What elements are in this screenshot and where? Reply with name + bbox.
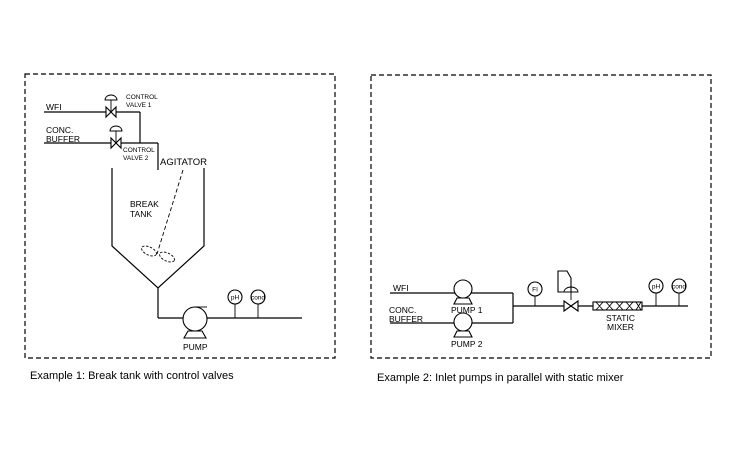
ex1-pump-icon (182, 306, 208, 339)
ex1-ph-label: pH (231, 295, 240, 302)
agitator-icon (141, 169, 184, 263)
ex2-buffer-label: BUFFER (389, 314, 423, 324)
agitator-label: AGITATOR (160, 157, 207, 168)
example2-border (370, 74, 712, 359)
ex2-wfi-label: WFI (393, 283, 409, 293)
example2-caption: Example 2: Inlet pumps in parallel with … (377, 372, 624, 384)
pump-2-label: PUMP 2 (451, 339, 483, 349)
ex1-ph-sensor-icon (227, 289, 243, 305)
static-mixer-icon (592, 301, 643, 311)
static-mixer-label-line2: MIXER (607, 322, 634, 332)
break-tank-label-line1: BREAK (130, 199, 159, 209)
flow-indicator-icon (527, 281, 543, 297)
control-valve-1-label-line1: CONTROL (126, 94, 158, 101)
pump-2-icon (453, 312, 473, 338)
ex1-cond-label: cond (251, 295, 265, 302)
ex2-ph-label: pH (652, 284, 661, 291)
example1-caption: Example 1: Break tank with control valve… (30, 370, 234, 382)
example1-panel: WFI CONC. BUFFER CONTROL VALVE 1 CONTROL… (24, 73, 336, 359)
ex1-wfi-label: WFI (46, 102, 62, 112)
ex1-conc-label: CONC. (46, 125, 73, 135)
pump-1-label: PUMP 1 (451, 305, 483, 315)
example1-border (24, 73, 336, 359)
ex1-cond-sensor-icon (250, 289, 266, 305)
ex2-ph-sensor-icon (648, 278, 664, 294)
ex2-conc-label: CONC. (389, 305, 416, 315)
example2-panel: WFI CONC. BUFFER PUMP 1 PUMP 2 FI (370, 74, 712, 359)
control-valve-2-label-line2: VALVE 2 (123, 155, 149, 162)
break-tank-vessel (111, 168, 205, 289)
ex2-cond-sensor-icon (671, 278, 687, 294)
fi-label: FI (532, 287, 538, 294)
ex1-buffer-label: BUFFER (46, 134, 80, 144)
control-valve-1-icon (104, 94, 118, 119)
control-valve-2-icon (109, 125, 123, 150)
ex2-cond-label: cond (672, 284, 686, 291)
control-valve-1-label-line2: VALVE 1 (126, 102, 152, 109)
static-mixer-label-line1: STATIC (606, 313, 635, 323)
pump-1-icon (453, 279, 473, 305)
ex2-control-valve-icon (557, 270, 579, 313)
ex1-pump-label: PUMP (183, 342, 208, 352)
control-valve-2-label-line1: CONTROL (123, 147, 155, 154)
break-tank-label-line2: TANK (130, 209, 152, 219)
